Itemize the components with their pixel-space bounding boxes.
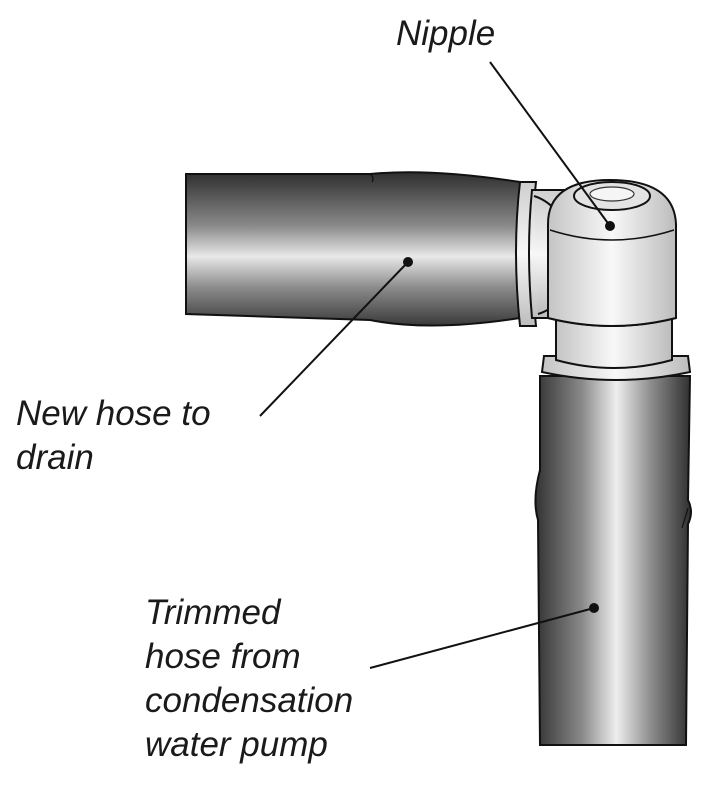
label-new-hose-line: New hose to xyxy=(16,394,211,433)
trimmed-hose xyxy=(534,375,692,746)
nipple xyxy=(573,181,651,211)
label-trimmed-hose-line: Trimmed xyxy=(145,593,281,632)
label-trimmed-hose: Trimmed hose from condensation water pum… xyxy=(145,591,353,767)
label-new-hose: New hose to drain xyxy=(16,392,211,480)
elbow-fitting xyxy=(528,178,677,369)
callout-trimmed-hose xyxy=(369,603,599,669)
label-trimmed-hose-line: hose from xyxy=(145,637,301,676)
label-new-hose-line: drain xyxy=(16,438,94,477)
label-trimmed-hose-line: condensation xyxy=(145,681,354,720)
callout-new-hose xyxy=(259,257,413,417)
new-hose xyxy=(185,171,521,327)
callout-nipple xyxy=(489,61,615,231)
label-trimmed-hose-line: water pump xyxy=(145,725,328,764)
label-nipple: Nipple xyxy=(396,14,496,53)
